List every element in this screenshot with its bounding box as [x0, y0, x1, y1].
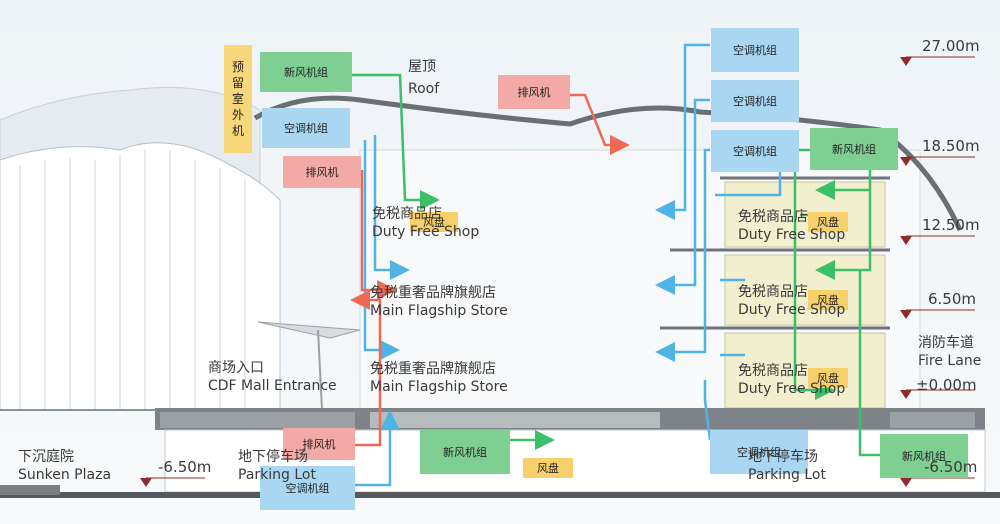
flagship-upper-label: 免税重奢品牌旗舰店 Main Flagship Store	[370, 285, 508, 320]
ac-unit-right-2: 空调机组	[711, 80, 799, 122]
ac-unit-basement-left: 空调机组	[260, 466, 355, 510]
duty-free-right-3-label: 免税商品店 Duty Free Shop	[738, 363, 846, 398]
mall-entrance-label: 商场入口 CDF Mall Entrance	[208, 360, 337, 395]
fresh-air-unit-basement-right: 新风机组	[880, 434, 968, 478]
exhaust-fan-basement: 排风机	[283, 428, 355, 460]
elevation-0m: ±0.00m	[916, 376, 977, 394]
fresh-air-unit-roof-left: 新风机组	[260, 52, 352, 92]
elevation-neg-6-5m-right: -6.50m	[924, 458, 978, 476]
elevation-6-5m: 6.50m	[928, 290, 977, 308]
reserved-outdoor-unit-box: 预 留 室 外 机	[224, 45, 252, 153]
duty-free-right-1-label: 免税商品店 Duty Free Shop	[738, 209, 846, 244]
parking-left-label: 地下停车场 Parking Lot	[238, 449, 316, 484]
ac-unit-basement-right: 空调机组	[710, 430, 808, 474]
elevation-27m: 27.00m	[922, 37, 980, 55]
elevation-18-5m: 18.50m	[922, 137, 980, 155]
fan-coil-duty-free-left: 风盘	[410, 212, 458, 232]
elevation-neg-6-5m-left: -6.50m	[158, 458, 212, 476]
parking-right-label: 地下停车场 Parking Lot	[748, 449, 826, 484]
fan-coil-right-2: 风盘	[808, 290, 848, 310]
fresh-air-unit-right: 新风机组	[810, 128, 898, 170]
sunken-plaza-label: 下沉庭院 Sunken Plaza	[18, 449, 112, 484]
duty-free-right-2-label: 免税商品店 Duty Free Shop	[738, 284, 846, 319]
exhaust-fan-roof: 排风机	[498, 75, 570, 109]
duty-free-left-label: 免税商品店 Duty Free Shop	[372, 206, 480, 241]
fan-coil-right-3: 风盘	[808, 368, 848, 388]
fresh-air-unit-basement: 新风机组	[420, 430, 510, 474]
ac-unit-right-3: 空调机组	[711, 130, 799, 172]
elevation-12-5m: 12.50m	[922, 216, 980, 234]
roof-label: 屋顶 Roof	[408, 59, 440, 98]
fire-lane-label: 消防车道 Fire Lane	[918, 335, 982, 370]
exhaust-fan-left: 排风机	[283, 156, 361, 188]
fan-coil-basement: 风盘	[523, 458, 573, 478]
ac-unit-roof-left: 空调机组	[262, 108, 350, 148]
ac-unit-right-1: 空调机组	[711, 28, 799, 72]
flagship-lower-label: 免税重奢品牌旗舰店 Main Flagship Store	[370, 361, 508, 396]
fan-coil-right-1: 风盘	[808, 212, 848, 232]
